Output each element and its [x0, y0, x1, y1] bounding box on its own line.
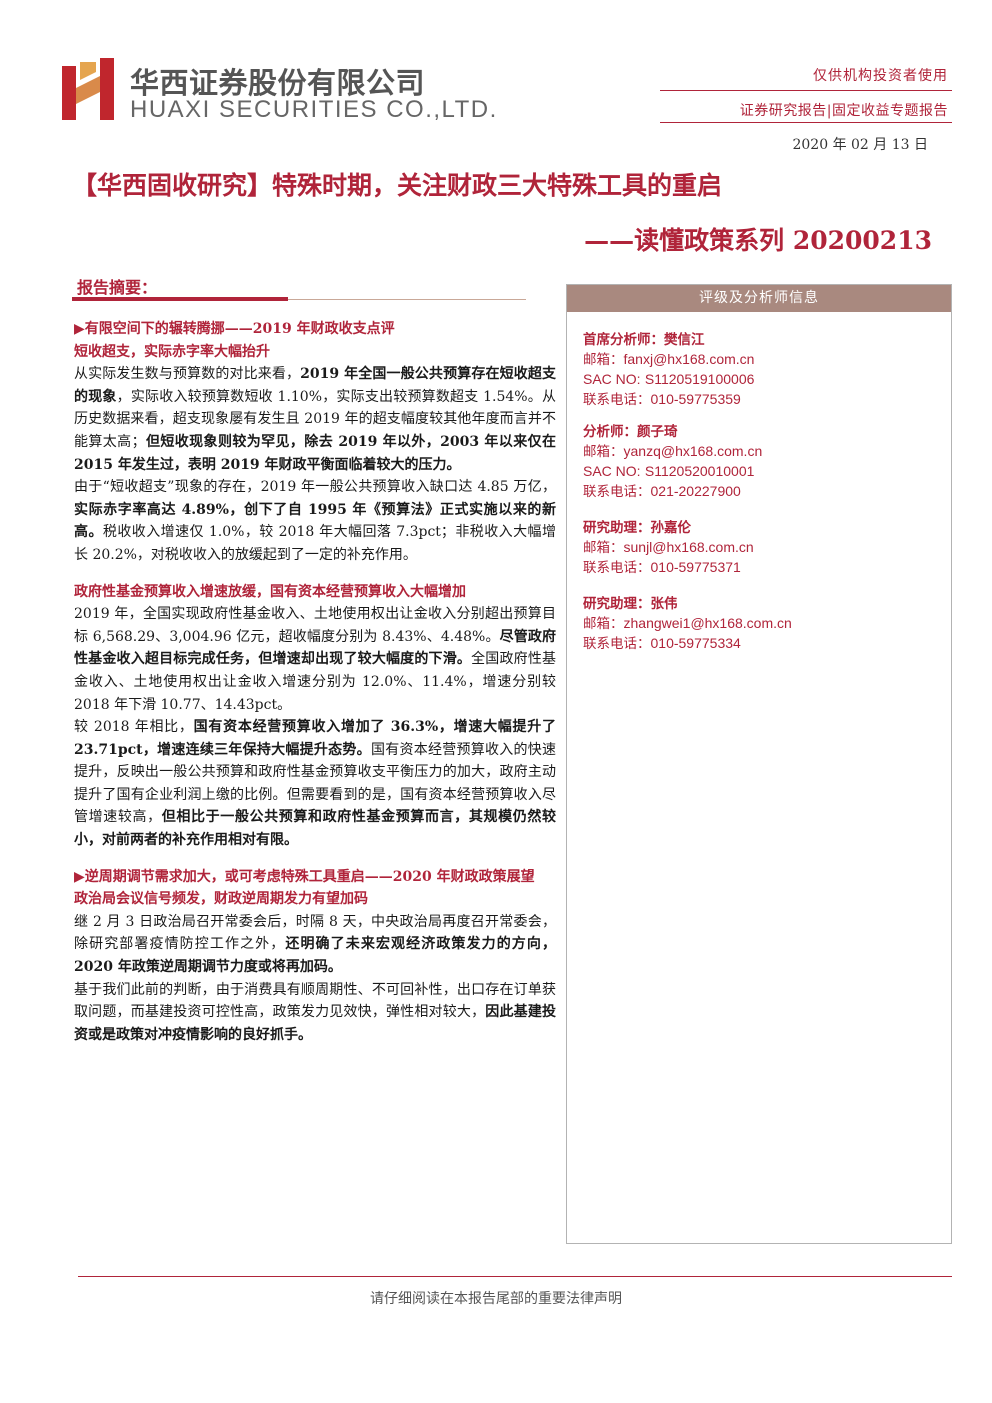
paragraph: 2019 年，全国实现政府性基金收入、土地使用权出让金收入分别超出预算目标 6,… [74, 603, 556, 716]
analyst-phone: 010-59775359 [650, 391, 741, 407]
analyst-phone-row: 联系电话：010-59775334 [583, 634, 792, 654]
text: 从实际发生数与预算数的对比来看， [74, 366, 301, 383]
footer-divider [78, 1276, 952, 1277]
paragraph: 较 2018 年相比，国有资本经营预算收入增加了 36.3%，增速大幅提升了 2… [74, 716, 556, 852]
analyst-sac: S1120519100006 [644, 371, 755, 387]
analyst-email-row: 邮箱：yanzq@hx168.com.cn [583, 442, 762, 462]
bold-text: 但相比于一般公共预算和政府性基金预算而言，其规模仍然较小，对前两者的补充作用相对… [74, 809, 556, 849]
text: 国有资本经营预算收入的快速提升，反映出一般公共预算和政府性基金预算收支平衡压力的… [74, 741, 557, 826]
analyst-phone-row: 联系电话：010-59775359 [583, 390, 754, 410]
section-subtitle: 政治局会议信号频发，财政逆周期发力有望加码 [74, 891, 368, 908]
spacer [74, 567, 556, 581]
report-date: 2020 年 02 月 13 日 [792, 137, 928, 153]
analyst-email-link[interactable]: sunjl@hx168.com.cn [623, 539, 754, 555]
summary-divider [288, 299, 526, 300]
report-title: 【华西固收研究】特殊时期，关注财政三大特殊工具的重启 [72, 171, 723, 200]
analyst-email-row: 邮箱：fanxj@hx168.com.cn [583, 350, 754, 370]
section-subtitle: 政府性基金预算收入增速放缓，国有资本经营预算收入大幅增加 [74, 583, 466, 600]
analyst-name: 研究助理：孙嘉伦 [583, 520, 691, 536]
huaxi-logo-icon [62, 58, 114, 120]
analyst-email-link[interactable]: zhangwei1@hx168.com.cn [623, 615, 792, 631]
section-title: ▶逆周期调节需求加大，或可考虑特殊工具重启——2020 年财政政策展望 [74, 868, 535, 885]
analyst-email-row: 邮箱：zhangwei1@hx168.com.cn [583, 614, 792, 634]
sac-label: SAC NO: [583, 463, 641, 479]
report-subtitle: ——读懂政策系列 20200213 [584, 226, 932, 255]
phone-label: 联系电话： [583, 392, 651, 408]
analyst-phone-row: 联系电话：021-20227900 [583, 482, 762, 502]
analyst-name: 分析师：颜子琦 [583, 424, 678, 440]
summary-body: ▶有限空间下的辗转腾挪——2019 年财政收支点评 短收超支，实际赤字率大幅抬升… [74, 318, 556, 1046]
paragraph: 基于我们此前的判断，由于消费具有顺周期性、不可回补性，出口存在订单获取问题，而基… [74, 979, 556, 1047]
phone-label: 联系电话： [583, 636, 651, 652]
section-title: ▶有限空间下的辗转腾挪——2019 年财政收支点评 [74, 321, 395, 337]
bold-text: 但短收现象则较为罕见，除去 2019 年以外，2003 年以来仅在 2015 年… [74, 433, 556, 473]
analyst-sac-row: SAC NO: S1120520010001 [583, 462, 762, 482]
text: 税收收入增速仅 1.0%，较 2018 年大幅回落 7.3pct；非税收入大幅增… [74, 524, 556, 563]
bold-text: 尽管政府性基金收入超目标完成任务，但增速却出现了较大幅度的下滑。 [74, 628, 557, 668]
phone-label: 联系电话： [583, 560, 651, 576]
text: 基于我们此前的判断，由于消费具有顺周期性、不可回补性，出口存在订单获取问题，而基… [74, 981, 556, 1021]
analyst-info-box: 评级及分析师信息 首席分析师：樊信江 邮箱：fanxj@hx168.com.cn… [566, 284, 952, 1244]
header-divider [660, 122, 952, 123]
spacer [74, 852, 556, 866]
paragraph: 由于“短收超支”现象的存在，2019 年一般公共预算收入缺口达 4.85 万亿，… [74, 476, 556, 566]
summary-accent-bar [72, 297, 288, 301]
summary-label: 报告摘要： [77, 278, 158, 297]
analyst-email-link[interactable]: fanxj@hx168.com.cn [623, 351, 755, 367]
bold-text: 还明确了未来宏观经济政策发力的方向，2020 年政策逆周期调节力度或将再加码。 [74, 936, 557, 976]
bold-text: 2019 年全国一般公共预算存在短收超支的现象 [74, 366, 557, 405]
bold-text: 国有资本经营预算收入增加了 36.3%，增速大幅提升了 23.71pct，增速连… [74, 719, 557, 758]
analyst-card: 分析师：颜子琦 邮箱：yanzq@hx168.com.cn SAC NO: S1… [583, 423, 762, 502]
paragraph: 从实际发生数与预算数的对比来看，2019 年全国一般公共预算存在短收超支的现象，… [74, 363, 556, 476]
text: 2019 年，全国实现政府性基金收入、土地使用权出让金收入分别超出预算目标 6,… [74, 606, 556, 645]
analyst-phone: 010-59775334 [650, 635, 741, 651]
text: 较 2018 年相比， [74, 719, 194, 736]
text: 继 2 月 3 日政治局召开常委会后，时隔 8 天，中央政治局再度召开常委会，除… [74, 913, 556, 953]
sac-label: SAC NO: [583, 371, 641, 387]
email-label: 邮箱： [583, 540, 624, 556]
text: 全国政府性基金收入、土地使用权出让金收入增速分别为 12.0%、11.4%，增速… [74, 651, 557, 713]
text: ，实际收入较预算数短收 1.10%，实际支出较预算数超支 1.54%。从历史数据… [74, 388, 556, 450]
analyst-name: 首席分析师：樊信江 [583, 332, 705, 348]
email-label: 邮箱： [583, 444, 624, 460]
paragraph: 继 2 月 3 日政治局召开常委会后，时隔 8 天，中央政治局再度召开常委会，除… [74, 911, 556, 979]
email-label: 邮箱： [583, 616, 624, 632]
analyst-card: 首席分析师：樊信江 邮箱：fanxj@hx168.com.cn SAC NO: … [583, 331, 754, 410]
header-divider [660, 90, 952, 91]
section-subtitle: 短收超支，实际赤字率大幅抬升 [74, 343, 270, 360]
audience-note: 仅供机构投资者使用 [813, 68, 948, 84]
analyst-card: 研究助理：张伟 邮箱：zhangwei1@hx168.com.cn 联系电话：0… [583, 595, 792, 654]
legal-disclaimer: 请仔细阅读在本报告尾部的重要法律声明 [370, 1291, 622, 1307]
analyst-name: 研究助理：张伟 [583, 596, 678, 612]
company-name-cn: 华西证券股份有限公司 [130, 66, 426, 100]
analyst-phone: 021-20227900 [650, 483, 741, 499]
analyst-email-row: 邮箱：sunjl@hx168.com.cn [583, 538, 754, 558]
bold-text: 因此基建投资或是政策对冲疫情影响的良好抓手。 [74, 1004, 557, 1043]
bold-text: 实际赤字率高达 4.89%，创下了自 1995 年《预算法》正式实施以来的新高。 [74, 501, 556, 541]
email-label: 邮箱： [583, 352, 624, 368]
analyst-box-title: 评级及分析师信息 [567, 285, 951, 312]
analyst-sac: S1120520010001 [644, 463, 755, 479]
analyst-sac-row: SAC NO: S1120519100006 [583, 370, 754, 390]
company-name-en: HUAXI SECURITIES CO.,LTD. [130, 96, 498, 123]
analyst-email-link[interactable]: yanzq@hx168.com.cn [623, 443, 763, 459]
analyst-card: 研究助理：孙嘉伦 邮箱：sunjl@hx168.com.cn 联系电话：010-… [583, 519, 754, 578]
text: 由于“短收超支”现象的存在，2019 年一般公共预算收入缺口达 4.85 万亿， [74, 479, 556, 496]
phone-label: 联系电话： [583, 484, 651, 500]
report-category: 证券研究报告|固定收益专题报告 [739, 103, 948, 119]
analyst-phone: 010-59775371 [650, 559, 741, 575]
analyst-phone-row: 联系电话：010-59775371 [583, 558, 754, 578]
